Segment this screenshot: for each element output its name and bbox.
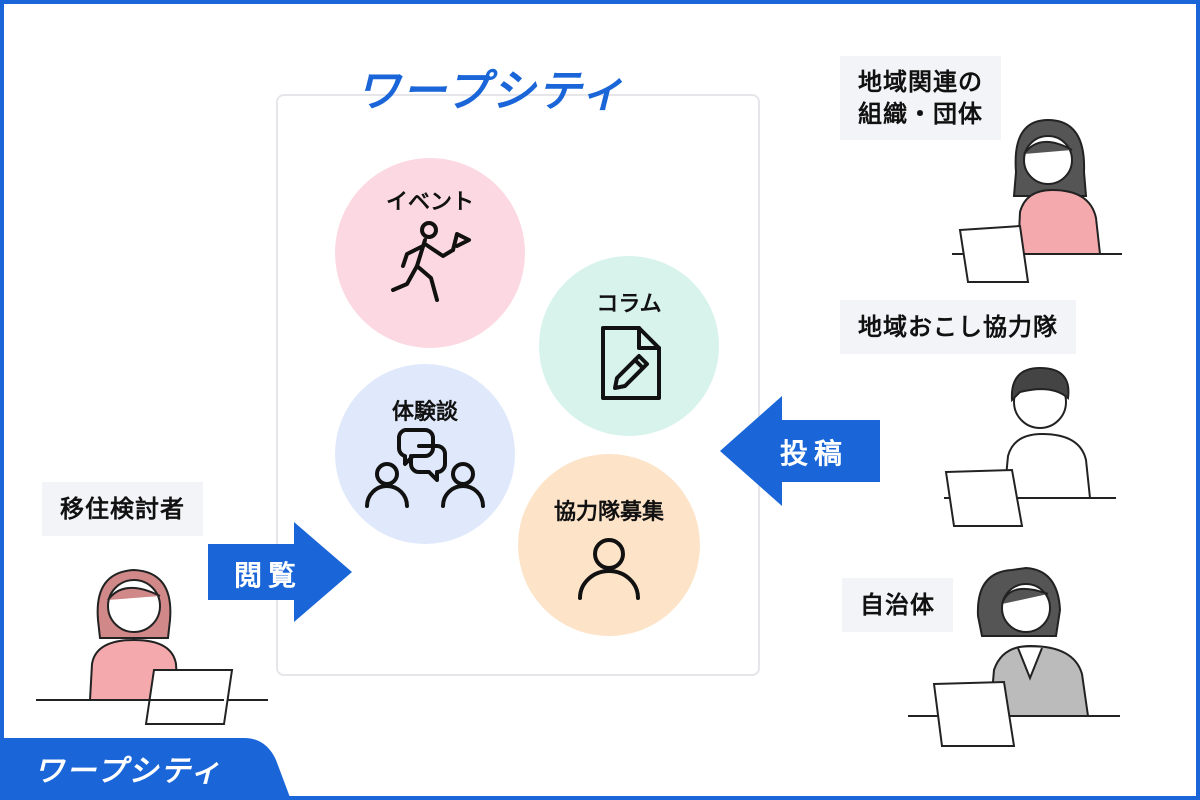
organization-label: 地域関連の 組織・団体	[840, 56, 1001, 140]
viewer-label: 移住検討者	[42, 482, 203, 536]
municipality-person-illustration	[908, 566, 1120, 747]
person-icon	[578, 538, 640, 600]
regional-cooperator-label: 地域おこし協力隊	[840, 300, 1076, 354]
post-action-label: 投稿	[780, 437, 849, 470]
event-circle: イベント	[335, 158, 525, 348]
organization-person-illustration	[952, 118, 1122, 283]
organization-label-line1: 地域関連の	[858, 68, 983, 96]
footer-logo-tab	[4, 738, 290, 796]
column-label: コラム	[596, 292, 662, 317]
post-arrow	[720, 396, 880, 506]
cooperator-person-illustration	[944, 366, 1116, 527]
people-chat-icon	[365, 428, 485, 508]
story-circle: 体験談	[335, 364, 515, 544]
document-edit-icon	[601, 326, 661, 400]
organization-label-line2: 組織・団体	[858, 100, 983, 128]
story-label: 体験談	[391, 400, 458, 425]
running-with-flag-icon	[391, 221, 471, 302]
footer-logo: ワープシティ	[34, 754, 223, 789]
recruit-circle: 協力隊募集	[518, 454, 700, 636]
municipality-label: 自治体	[842, 578, 953, 632]
platform-logo: ワープシティ	[356, 66, 627, 117]
viewer-person-illustration	[36, 568, 268, 725]
event-label: イベント	[385, 190, 474, 215]
recruit-label: 協力隊募集	[553, 500, 664, 525]
column-circle: コラム	[539, 256, 719, 436]
view-action-label: 閲覧	[234, 559, 303, 592]
view-arrow	[208, 522, 352, 622]
